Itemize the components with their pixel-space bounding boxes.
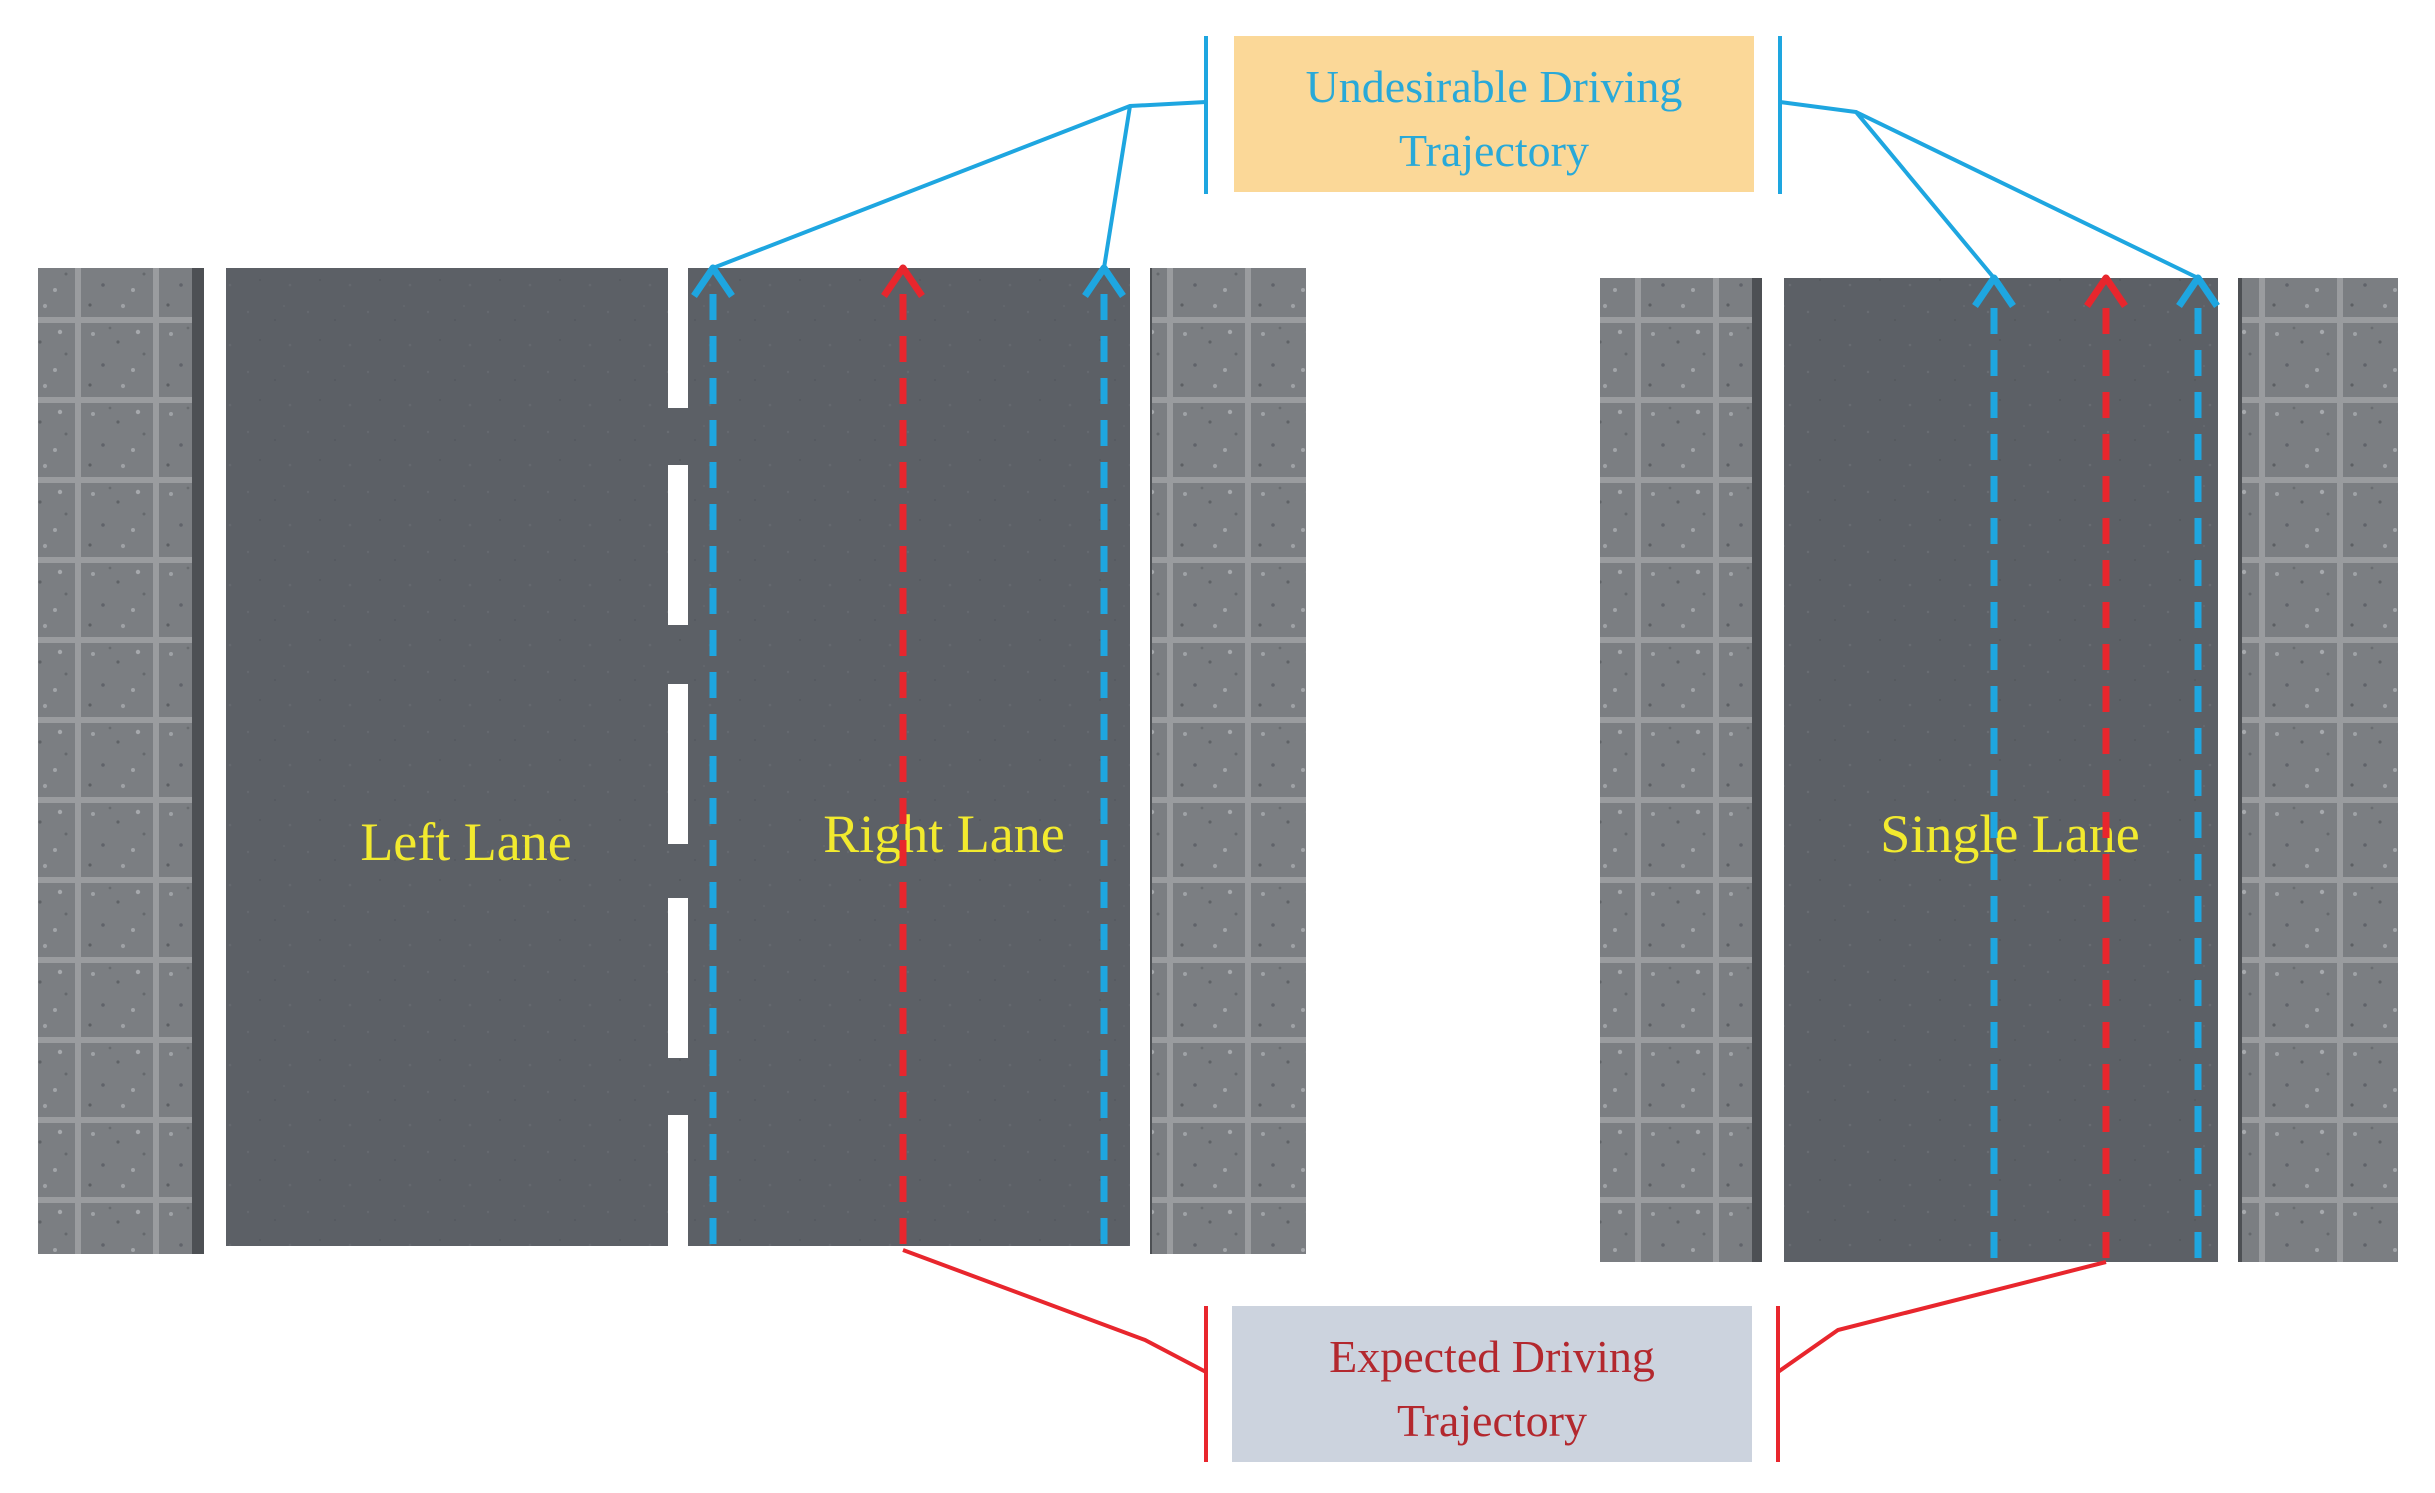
single-lane-label: Single Lane <box>1880 804 2139 864</box>
two-lane-road: Left Lane Right Lane <box>38 264 1306 1254</box>
single-right-edge-line <box>2218 278 2240 1262</box>
single-right-curb <box>2242 278 2398 1262</box>
undesirable-label-box <box>1234 36 1754 192</box>
single-left-curb-edge <box>1752 278 1762 1262</box>
right-lane-label: Right Lane <box>823 804 1064 864</box>
single-left-curb <box>1600 278 1760 1262</box>
expected-label-line1: Expected Driving <box>1329 1331 1655 1382</box>
expected-leader-lines <box>902 1248 2107 1374</box>
expected-label-box <box>1232 1306 1752 1462</box>
expected-callout: Expected Driving Trajectory <box>902 1248 2107 1462</box>
undesirable-label-line1: Undesirable Driving <box>1306 61 1683 112</box>
single-road-asphalt <box>1784 278 2218 1262</box>
center-dashed-line <box>668 268 688 1246</box>
single-lane-road: Single Lane <box>1600 274 2398 1262</box>
right-road-edge-line <box>1130 268 1150 1246</box>
single-lane-expected-trajectory <box>2084 274 2128 1258</box>
single-left-edge-line <box>1762 278 1784 1262</box>
undesirable-leader-lines <box>712 100 2199 280</box>
left-road-edge-line <box>204 268 226 1246</box>
left-lane-label: Left Lane <box>360 812 571 872</box>
right-lane-area <box>690 268 1130 1246</box>
right-curb <box>1152 268 1306 1254</box>
left-curb-edge <box>192 268 204 1254</box>
undesirable-label-line2: Trajectory <box>1399 125 1589 176</box>
expected-label-line2: Trajectory <box>1397 1395 1587 1446</box>
two-lane-expected-trajectory <box>881 264 925 1244</box>
undesirable-callout: Undesirable Driving Trajectory <box>712 36 2199 280</box>
left-lane-area <box>226 268 666 1246</box>
left-curb <box>38 268 202 1254</box>
